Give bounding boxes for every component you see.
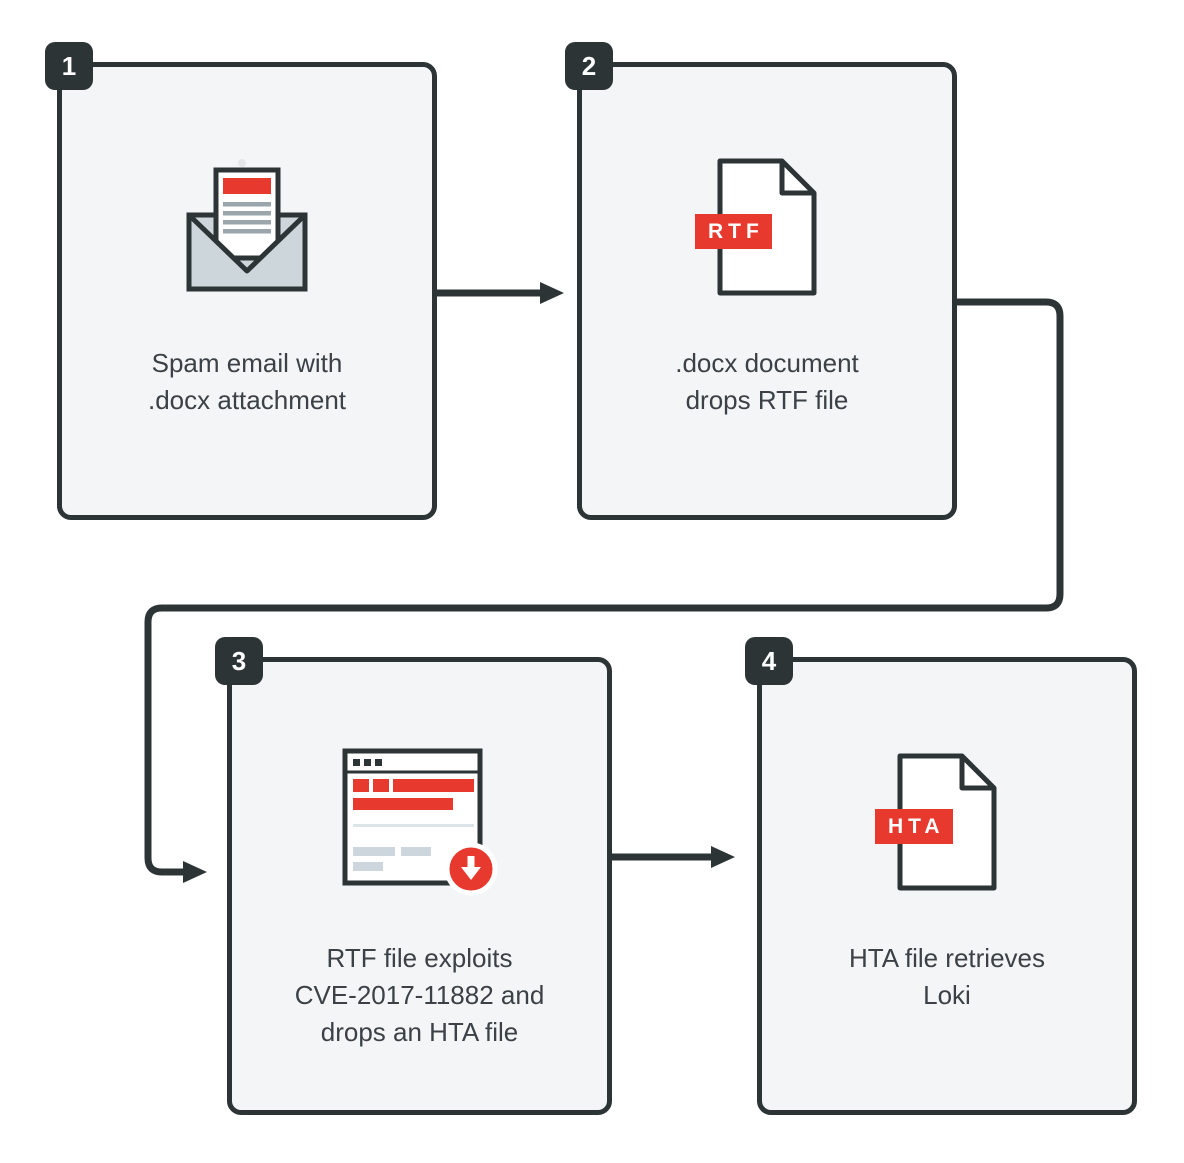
step-number-badge: 3 bbox=[215, 637, 263, 685]
browser-download-icon bbox=[340, 746, 500, 903]
step-box-1: 1 Spam email with .docx attachment bbox=[45, 42, 437, 520]
step-icon-area: HTA bbox=[875, 717, 1002, 932]
step-number-badge: 1 bbox=[45, 42, 93, 90]
step-icon-area: RTF bbox=[695, 122, 822, 337]
step-box-4: 4 HTA HTA file retrieves Loki bbox=[745, 637, 1137, 1115]
rtf-badge: RTF bbox=[695, 214, 772, 249]
hta-file-icon: HTA bbox=[875, 751, 1002, 898]
spam-email-icon bbox=[172, 157, 322, 302]
step-box-2: 2 RTF .docx document drops RTF file bbox=[565, 42, 957, 520]
step-label: HTA file retrieves Loki bbox=[848, 943, 1045, 1010]
step-label: Spam email with .docx attachment bbox=[148, 348, 346, 415]
step-number-badge: 2 bbox=[565, 42, 613, 90]
rtf-file-icon: RTF bbox=[695, 156, 822, 303]
step-icon-area bbox=[340, 717, 500, 932]
hta-badge: HTA bbox=[875, 809, 953, 844]
step-box-3: 3 RTF file exploits CVE- bbox=[215, 637, 612, 1115]
step-label: RTF file exploits CVE-2017-11882 and dro… bbox=[294, 943, 545, 1047]
step-icon-area bbox=[172, 122, 322, 337]
step-number-badge: 4 bbox=[745, 637, 793, 685]
step-label: .docx document drops RTF file bbox=[675, 348, 859, 415]
